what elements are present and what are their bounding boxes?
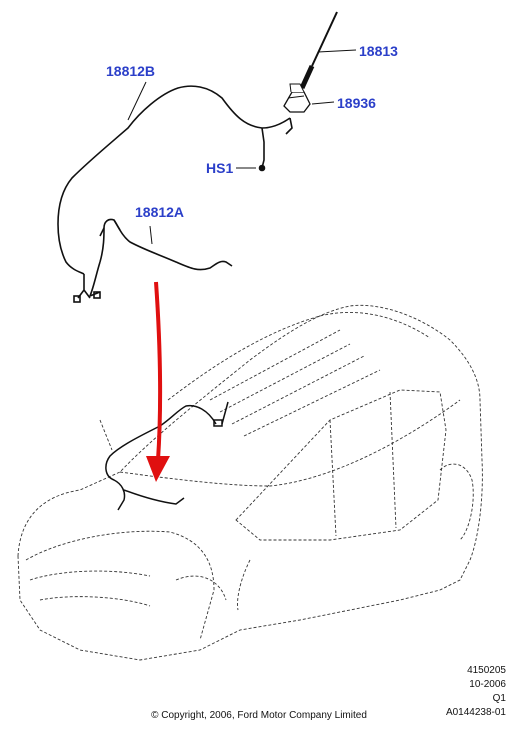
release-date: 10-2006 [469,679,506,690]
harness-18812b [57,81,293,303]
copyright-notice: © Copyright, 2006, Ford Motor Company Li… [151,710,367,721]
callout-18812b: 18812B [106,63,156,79]
callout-hs1: HS1 [206,160,234,176]
installed-harness [105,401,229,511]
harness-18812a [99,218,233,271]
callout-18813: 18813 [359,43,398,59]
antenna-base [283,83,335,113]
reference-number: 4150205 [467,665,506,676]
revision-code: Q1 [492,693,506,704]
callout-18812a: 18812A [135,204,185,220]
vehicle-outline [17,304,483,661]
antenna-mast [299,11,357,90]
callout-18936: 18936 [337,95,376,111]
illustration-id: A0144238-01 [445,707,506,718]
pointer-arrow [146,281,170,482]
